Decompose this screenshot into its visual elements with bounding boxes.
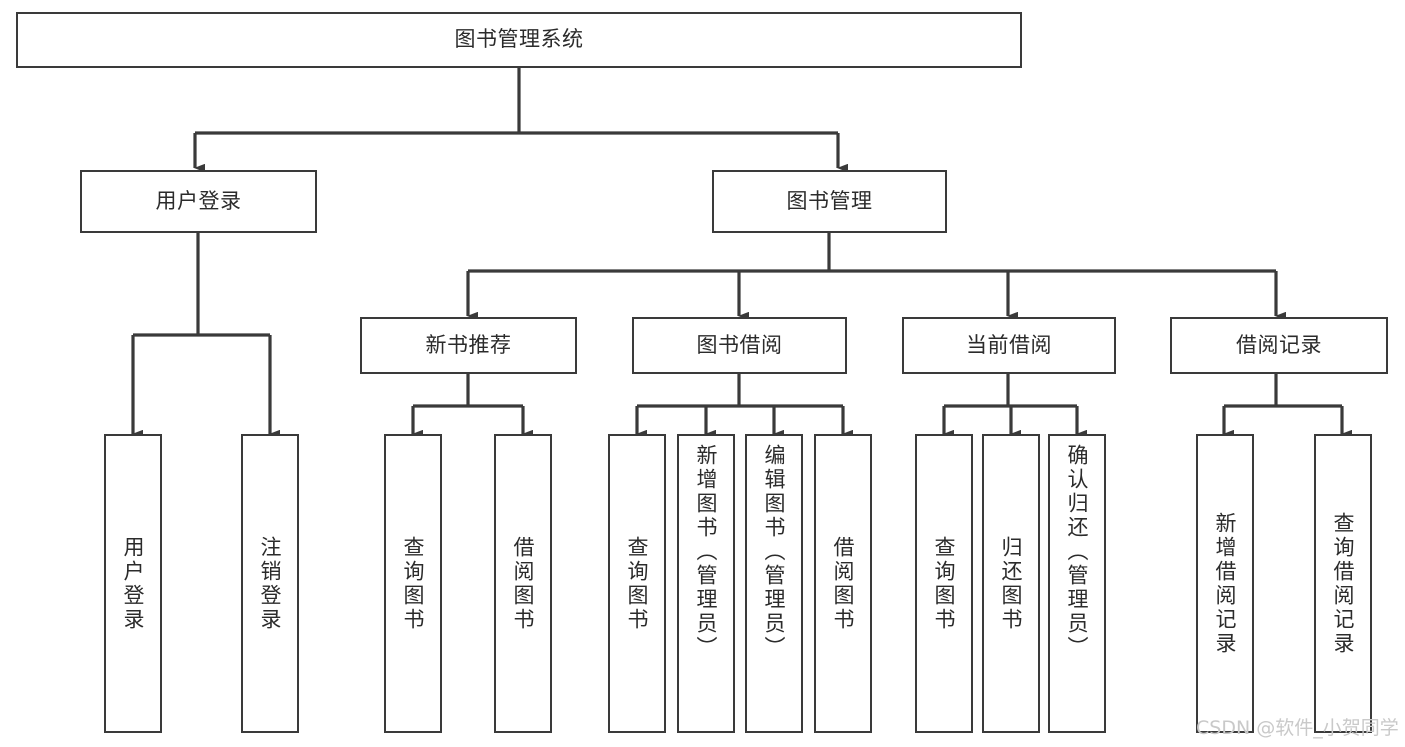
leaf-add-borrow-record[interactable]: 新增借阅记录 [1196, 434, 1254, 733]
node-current-borrow[interactable]: 当前借阅 [902, 317, 1116, 374]
node-label: 查询图书 [401, 535, 426, 632]
leaf-query-borrow-record[interactable]: 查询借阅记录 [1314, 434, 1372, 733]
node-book-borrow[interactable]: 图书借阅 [632, 317, 847, 374]
node-label: 图书借阅 [696, 332, 783, 357]
node-label: 用户登录 [155, 188, 242, 213]
node-borrow-record[interactable]: 借阅记录 [1170, 317, 1388, 374]
leaf-return-book[interactable]: 归还图书 [982, 434, 1040, 733]
node-label: 新书推荐 [425, 332, 512, 357]
node-label: 借阅图书 [831, 535, 856, 632]
leaf-query-book-current[interactable]: 查询图书 [915, 434, 973, 733]
node-label: 查询借阅记录 [1331, 511, 1356, 656]
node-label: 归还图书 [999, 535, 1024, 632]
leaf-query-book-recommend[interactable]: 查询图书 [384, 434, 442, 733]
node-label: 用户登录 [121, 535, 146, 632]
node-label: 查询图书 [625, 535, 650, 632]
node-label: 图书管理系统 [454, 27, 584, 52]
node-label: 借阅记录 [1236, 332, 1322, 357]
node-label: 图书管理 [786, 188, 873, 213]
leaf-logout[interactable]: 注销登录 [241, 434, 299, 733]
node-label: 编辑图书（管理员） [762, 444, 787, 660]
leaf-query-book-borrow[interactable]: 查询图书 [608, 434, 666, 733]
node-label: 新增借阅记录 [1213, 511, 1238, 656]
node-new-book-recommendation[interactable]: 新书推荐 [360, 317, 577, 374]
leaf-add-book-admin[interactable]: 新增图书（管理员） [677, 434, 735, 733]
leaf-borrow-book[interactable]: 借阅图书 [814, 434, 872, 733]
leaf-borrow-book-recommend[interactable]: 借阅图书 [494, 434, 552, 733]
leaf-user-login[interactable]: 用户登录 [104, 434, 162, 733]
node-label: 借阅图书 [511, 535, 536, 632]
node-book-management[interactable]: 图书管理 [712, 170, 947, 233]
node-root-book-management-system[interactable]: 图书管理系统 [16, 12, 1022, 68]
leaf-edit-book-admin[interactable]: 编辑图书（管理员） [745, 434, 803, 733]
node-label: 新增图书（管理员） [694, 444, 719, 660]
node-label: 查询图书 [932, 535, 957, 632]
node-label: 当前借阅 [966, 332, 1052, 357]
node-label: 注销登录 [258, 535, 283, 632]
csdn-watermark: CSDN @软件_小贺同学 [1196, 717, 1399, 739]
node-user-login[interactable]: 用户登录 [80, 170, 317, 233]
node-label: 确认归还（管理员） [1065, 444, 1090, 660]
leaf-confirm-return-admin[interactable]: 确认归还（管理员） [1048, 434, 1106, 733]
